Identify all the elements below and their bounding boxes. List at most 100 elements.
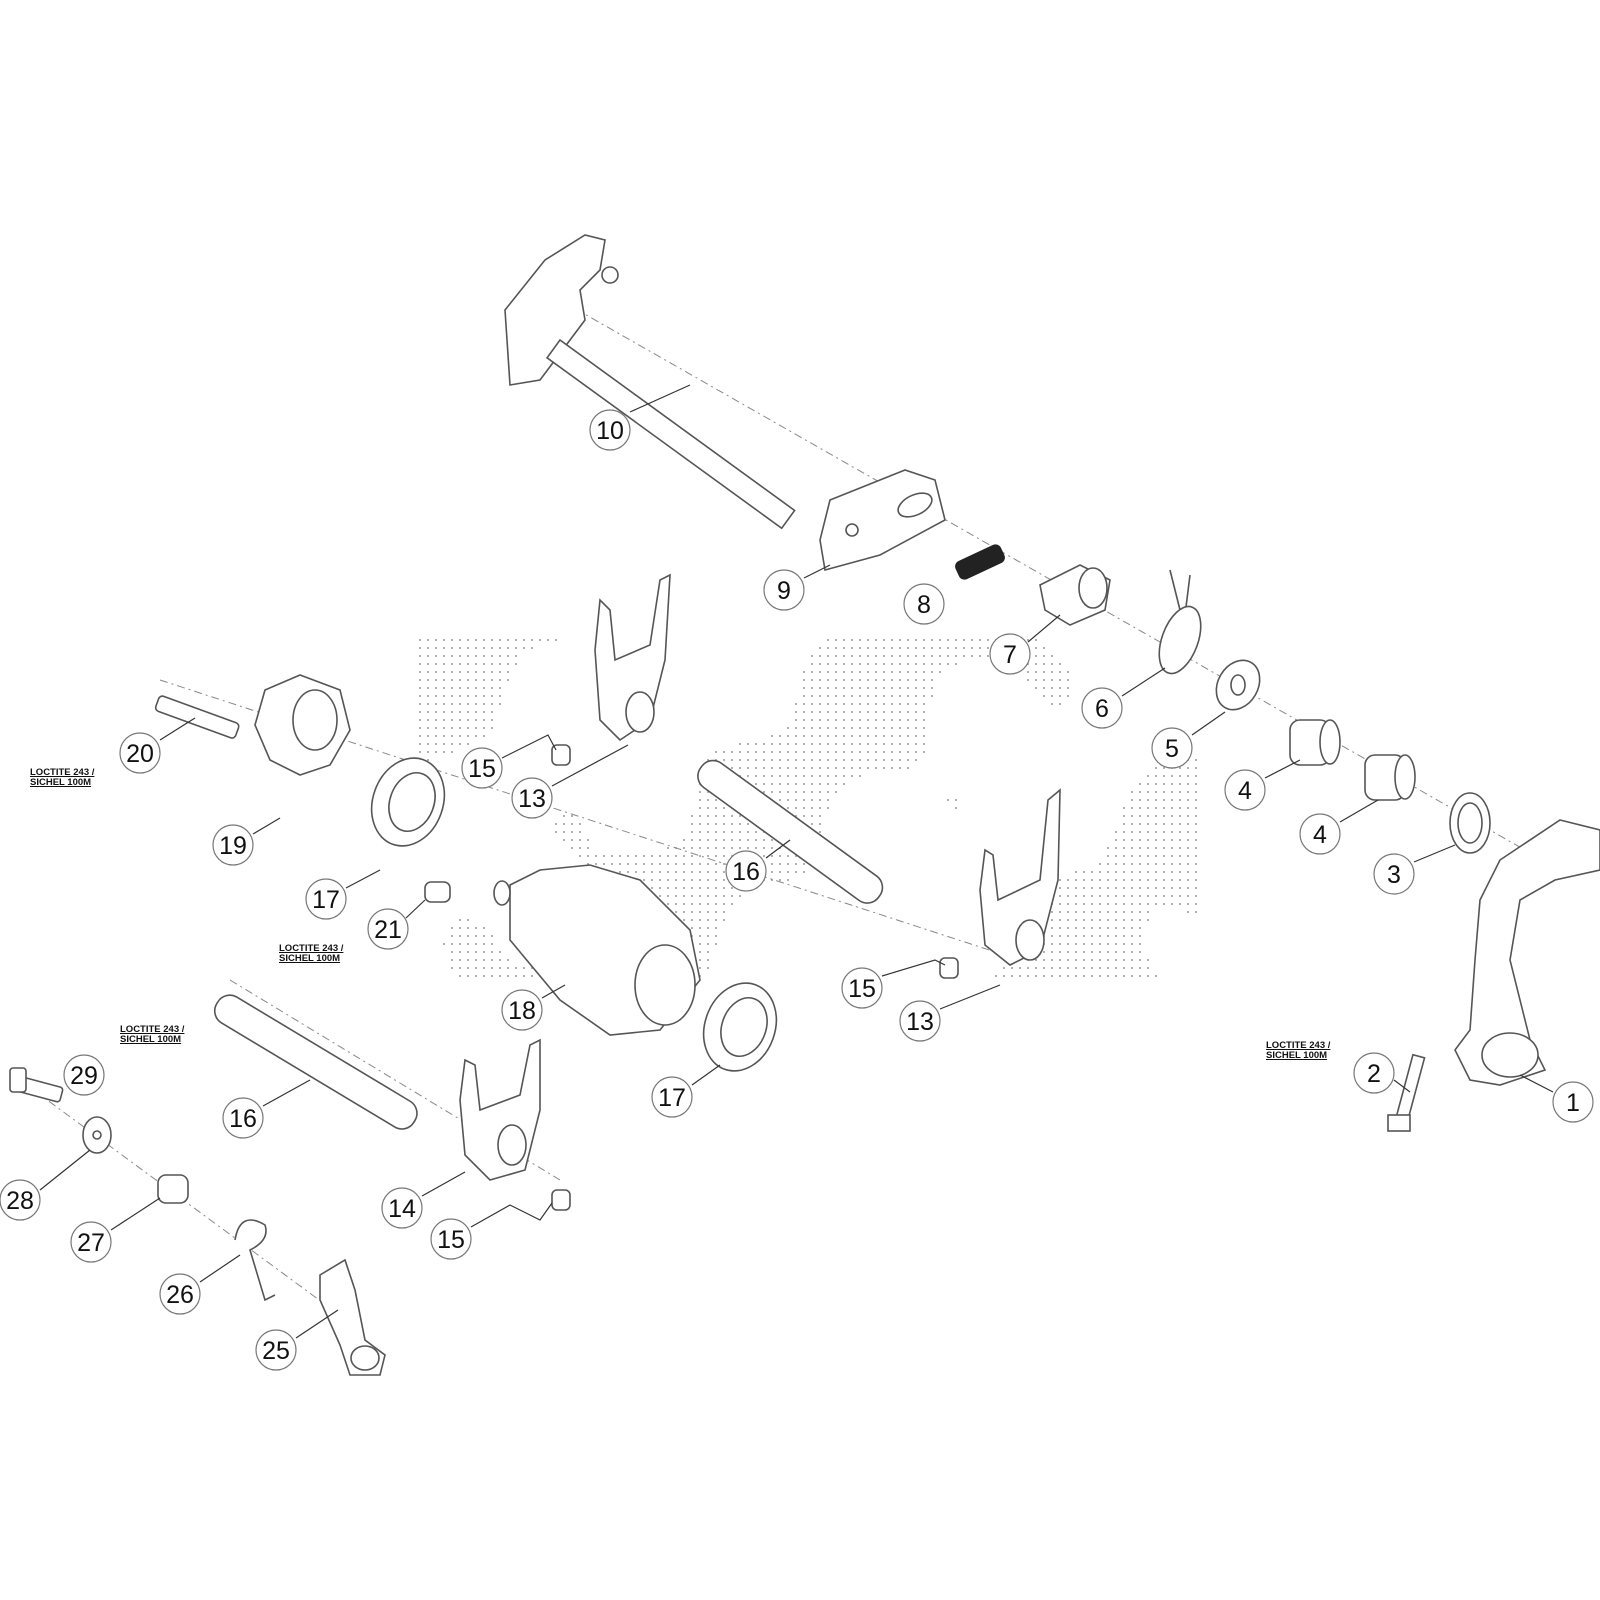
pin-15b[interactable] [939, 957, 959, 979]
rod-16a[interactable] [692, 755, 888, 909]
shift-lever-9[interactable] [819, 469, 946, 572]
callout-15c[interactable]: 15 [430, 1202, 553, 1260]
watermark-dot [867, 687, 869, 689]
seal-17a[interactable] [360, 748, 457, 857]
callout-18[interactable]: 18 [501, 984, 566, 1031]
callout-25[interactable]: 25 [255, 1309, 339, 1371]
callout-28[interactable]: 28 [0, 1149, 91, 1221]
watermark-dot [803, 767, 805, 769]
watermark-dot [763, 759, 765, 761]
shift-fork-upper[interactable] [594, 573, 671, 742]
watermark-dot [1027, 975, 1029, 977]
pin-15a[interactable] [551, 744, 571, 766]
watermark-dot [443, 655, 445, 657]
rod-16b[interactable] [210, 990, 423, 1134]
watermark-dot [763, 751, 765, 753]
watermark-dot [475, 671, 477, 673]
watermark-dot [675, 903, 677, 905]
washer-28[interactable] [82, 1116, 112, 1154]
watermark-dot [1083, 967, 1085, 969]
callout-13a[interactable]: 13 [511, 744, 629, 819]
lever-25[interactable] [319, 1258, 386, 1376]
watermark-dot [651, 887, 653, 889]
callout-20[interactable]: 20 [119, 717, 196, 774]
bushing-4a[interactable] [1289, 719, 1341, 766]
leader-line [262, 1079, 311, 1107]
watermark-dot [627, 871, 629, 873]
spring-8[interactable] [953, 542, 1007, 581]
watermark-dot [1115, 927, 1117, 929]
watermark-dot [1067, 687, 1069, 689]
watermark-dot [1059, 879, 1061, 881]
bolt-2[interactable] [1387, 1053, 1426, 1132]
watermark-dot [491, 703, 493, 705]
callout-13b[interactable]: 13 [899, 984, 1001, 1042]
locking-star-19[interactable] [254, 674, 351, 776]
callout-26[interactable]: 26 [159, 1254, 241, 1315]
shift-fork-14[interactable] [459, 1038, 541, 1181]
watermark-dot [883, 743, 885, 745]
callout-5[interactable]: 5 [1151, 711, 1226, 769]
callout-27[interactable]: 27 [70, 1197, 161, 1263]
shift-drum-18[interactable] [493, 864, 701, 1036]
watermark-dot [579, 839, 581, 841]
watermark-dot [1195, 879, 1197, 881]
watermark-dot [931, 647, 933, 649]
bolt-29[interactable] [9, 1067, 64, 1103]
callout-10[interactable]: 10 [589, 384, 691, 451]
watermark-dot [931, 679, 933, 681]
callout-2[interactable]: 2 [1353, 1052, 1411, 1094]
callout-17b[interactable]: 17 [651, 1064, 721, 1118]
callout-6[interactable]: 6 [1081, 667, 1166, 729]
watermark-dot [763, 767, 765, 769]
spring-26[interactable] [234, 1219, 276, 1302]
callout-3[interactable]: 3 [1373, 844, 1456, 895]
callout-7[interactable]: 7 [989, 614, 1061, 675]
watermark-dot [475, 647, 477, 649]
bushing-7[interactable] [1039, 564, 1111, 626]
pin-15c[interactable] [551, 1189, 571, 1211]
watermark-dot [891, 735, 893, 737]
callout-17a[interactable]: 17 [305, 869, 381, 920]
callout-21[interactable]: 21 [367, 899, 426, 950]
callout-1[interactable]: 1 [1519, 1074, 1594, 1123]
callout-15b[interactable]: 15 [841, 959, 946, 1009]
watermark-dot [691, 823, 693, 825]
spring-clip-6[interactable] [1151, 569, 1209, 679]
shift-pedal-1[interactable] [1454, 819, 1600, 1086]
callout-16b[interactable]: 16 [222, 1079, 311, 1139]
callout-4b[interactable]: 4 [1299, 799, 1379, 855]
watermark-dot [1115, 919, 1117, 921]
watermark-dot [475, 975, 477, 977]
leader-line [765, 839, 791, 859]
callout-16a[interactable]: 16 [725, 839, 791, 892]
callout-4a[interactable]: 4 [1224, 759, 1301, 811]
watermark-dot [771, 871, 773, 873]
watermark-dot [499, 647, 501, 649]
watermark-dot [915, 719, 917, 721]
callout-15a[interactable]: 15 [461, 734, 557, 789]
callout-29[interactable]: 29 [63, 1054, 105, 1096]
washer-5[interactable] [1208, 652, 1269, 717]
watermark-dot [1123, 863, 1125, 865]
watermark-dot [771, 783, 773, 785]
bushing-27[interactable] [157, 1174, 189, 1204]
seal-17b[interactable] [692, 973, 789, 1082]
callout-19[interactable]: 19 [212, 817, 281, 866]
bushing-4b[interactable] [1364, 754, 1416, 801]
watermark-dot [1163, 767, 1165, 769]
watermark-dot [795, 775, 797, 777]
watermark-dot [851, 743, 853, 745]
callout-8[interactable]: 8 [903, 583, 945, 625]
callout-14[interactable]: 14 [381, 1171, 466, 1229]
screw-21[interactable] [424, 881, 451, 903]
callout-9[interactable]: 9 [763, 564, 831, 611]
shift-shaft-10[interactable] [504, 234, 796, 530]
watermark-dot [715, 839, 717, 841]
watermark-dot [739, 895, 741, 897]
seal-3[interactable] [1449, 792, 1491, 854]
bolt-20[interactable] [154, 695, 240, 739]
watermark-dot [707, 831, 709, 833]
shift-fork-right[interactable] [979, 788, 1061, 966]
watermark-dot [835, 751, 837, 753]
